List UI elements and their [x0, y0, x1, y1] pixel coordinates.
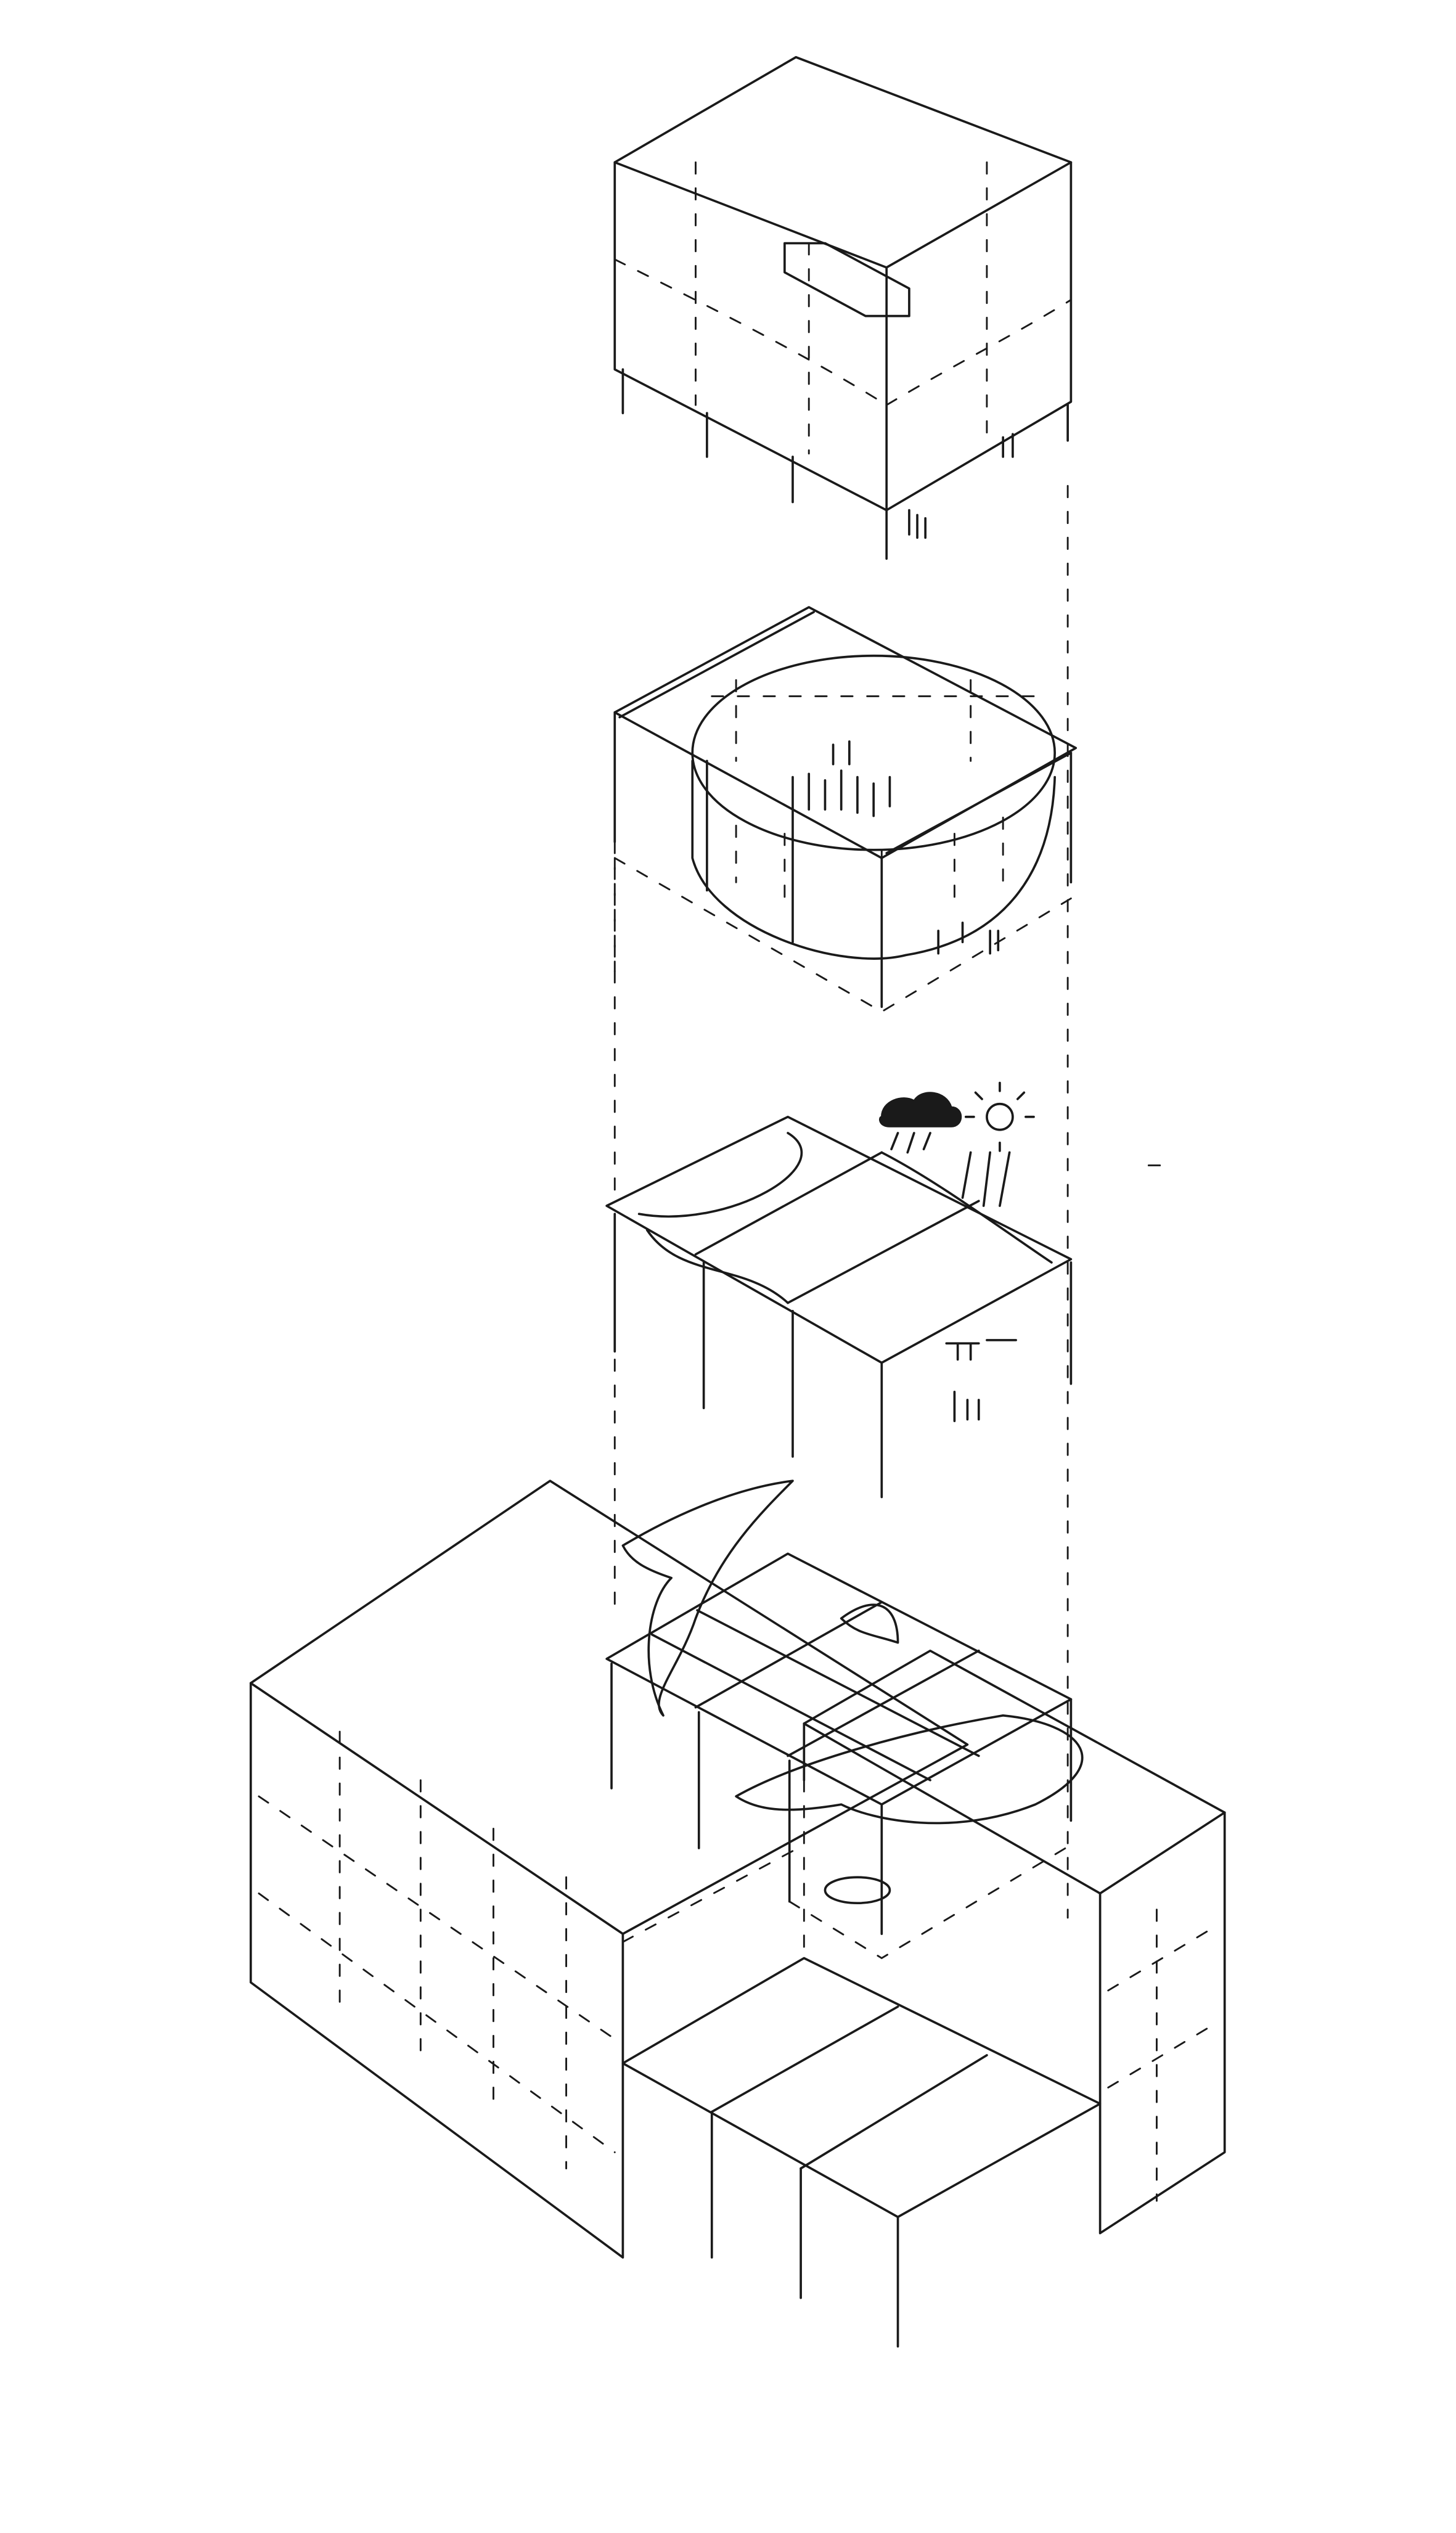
- module-tensile-canopy: [605, 1081, 1073, 1499]
- people-figures-icon: [908, 433, 1014, 539]
- vertical-guide-lines: [613, 485, 1174, 1919]
- seating-figures-icon: [945, 1339, 1017, 1422]
- module-grid-frame-whale: [605, 1479, 1084, 1960]
- rain-cloud-icon: [879, 1092, 962, 1154]
- module-oval-enclosure: [613, 606, 1078, 1013]
- module-base-buildings: [249, 1479, 1226, 2348]
- module-enclosed-box: [613, 55, 1073, 560]
- sun-icon: [961, 1081, 1035, 1207]
- crowd-figures-icon: [791, 740, 1000, 955]
